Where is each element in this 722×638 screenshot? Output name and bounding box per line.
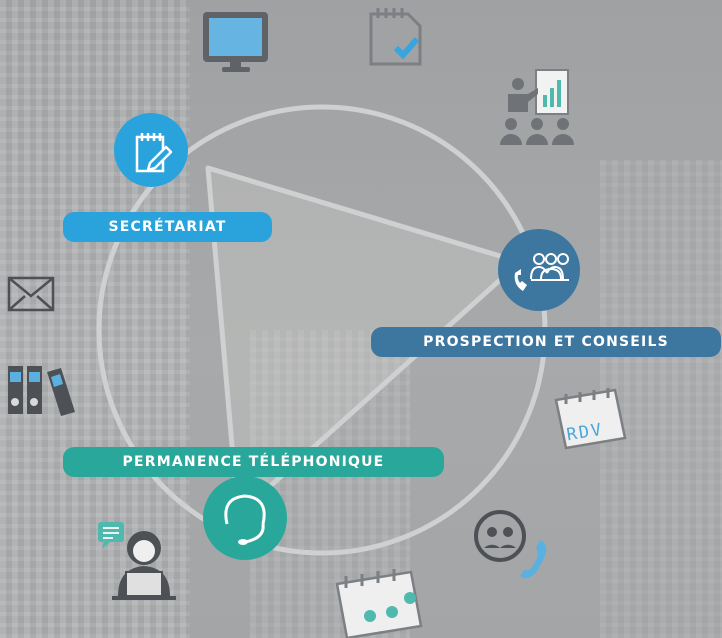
- calendar-checks-icon: [335, 569, 423, 638]
- support-chat-phone-icon: [474, 510, 547, 579]
- permanence-node-circle: [203, 476, 287, 560]
- background-building-right: [600, 160, 722, 638]
- presentation-audience-icon: [500, 69, 574, 145]
- prospection-label: PROSPECTION ET CONSEILS: [371, 327, 721, 357]
- secretariat-label: SECRÉTARIAT: [63, 212, 272, 242]
- clipboard-check-icon: [369, 8, 422, 66]
- headset-icon: [224, 494, 266, 545]
- prospection-node-circle: [498, 229, 580, 311]
- background-building-left: [0, 0, 190, 638]
- binders-icon: [8, 366, 75, 416]
- secretariat-node-circle: [114, 113, 188, 187]
- phone-group-icon: [514, 253, 569, 291]
- notepad-pen-icon: [135, 133, 173, 173]
- envelope-icon: [7, 276, 55, 312]
- rdv-calendar-icon: RDV: [554, 388, 627, 450]
- monitor-icon: [203, 12, 268, 72]
- permanence-label: PERMANENCE TÉLÉPHONIQUE: [63, 447, 444, 477]
- call-operator-icon: [98, 522, 176, 600]
- connector-triangle: [205, 165, 523, 518]
